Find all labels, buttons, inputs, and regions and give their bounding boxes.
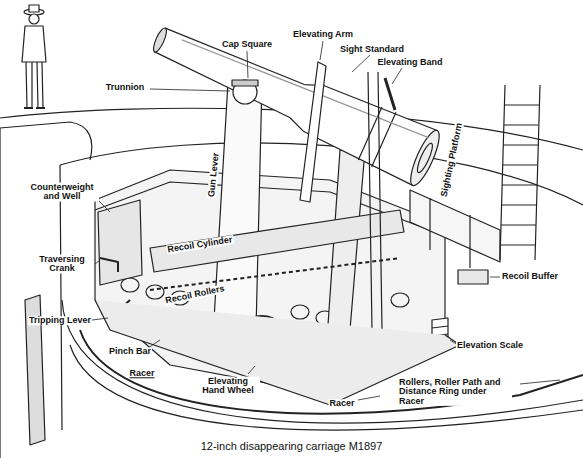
- trunnion: [233, 80, 257, 104]
- sight-standard: [368, 72, 382, 330]
- part-label: Racer: [128, 369, 155, 378]
- recoil-buffer: [458, 270, 488, 284]
- wall-face: [0, 128, 62, 458]
- gun-barrel: [144, 11, 444, 189]
- part-label: Pinch Bar: [108, 347, 152, 356]
- parapet-edge: [0, 122, 92, 160]
- part-label: Cap Square: [221, 40, 273, 49]
- part-label: Traversing Crank: [35, 255, 89, 274]
- part-label: Rollers, Roller Path and Distance Ring u…: [398, 378, 512, 406]
- elevating-band: [385, 78, 395, 110]
- part-label: Elevating Arm: [292, 30, 354, 39]
- part-label: Sight Standard: [339, 45, 405, 54]
- figure-caption: 12-inch disappearing carriage M1897: [0, 440, 583, 452]
- traversing-crank: [100, 258, 118, 272]
- recoil-rollers: [150, 258, 400, 290]
- cap-square: [232, 80, 258, 86]
- part-label: Elevation Scale: [456, 341, 524, 350]
- sighting-platform: [410, 190, 500, 268]
- man-figure: [22, 5, 46, 108]
- leader-lines: [92, 41, 560, 400]
- part-label: Elevating Band: [376, 58, 443, 67]
- counterweight: [98, 200, 142, 285]
- part-label: Counterweight and Well: [25, 183, 99, 202]
- ladder: [500, 85, 540, 260]
- part-label: Elevating Hand Wheel: [196, 377, 260, 396]
- part-label: Racer: [328, 399, 355, 408]
- elevating-arm: [300, 62, 326, 202]
- part-label: Tripping Lever: [28, 316, 92, 325]
- part-label: Recoil Buffer: [501, 272, 559, 281]
- part-label: Trunnion: [105, 83, 146, 92]
